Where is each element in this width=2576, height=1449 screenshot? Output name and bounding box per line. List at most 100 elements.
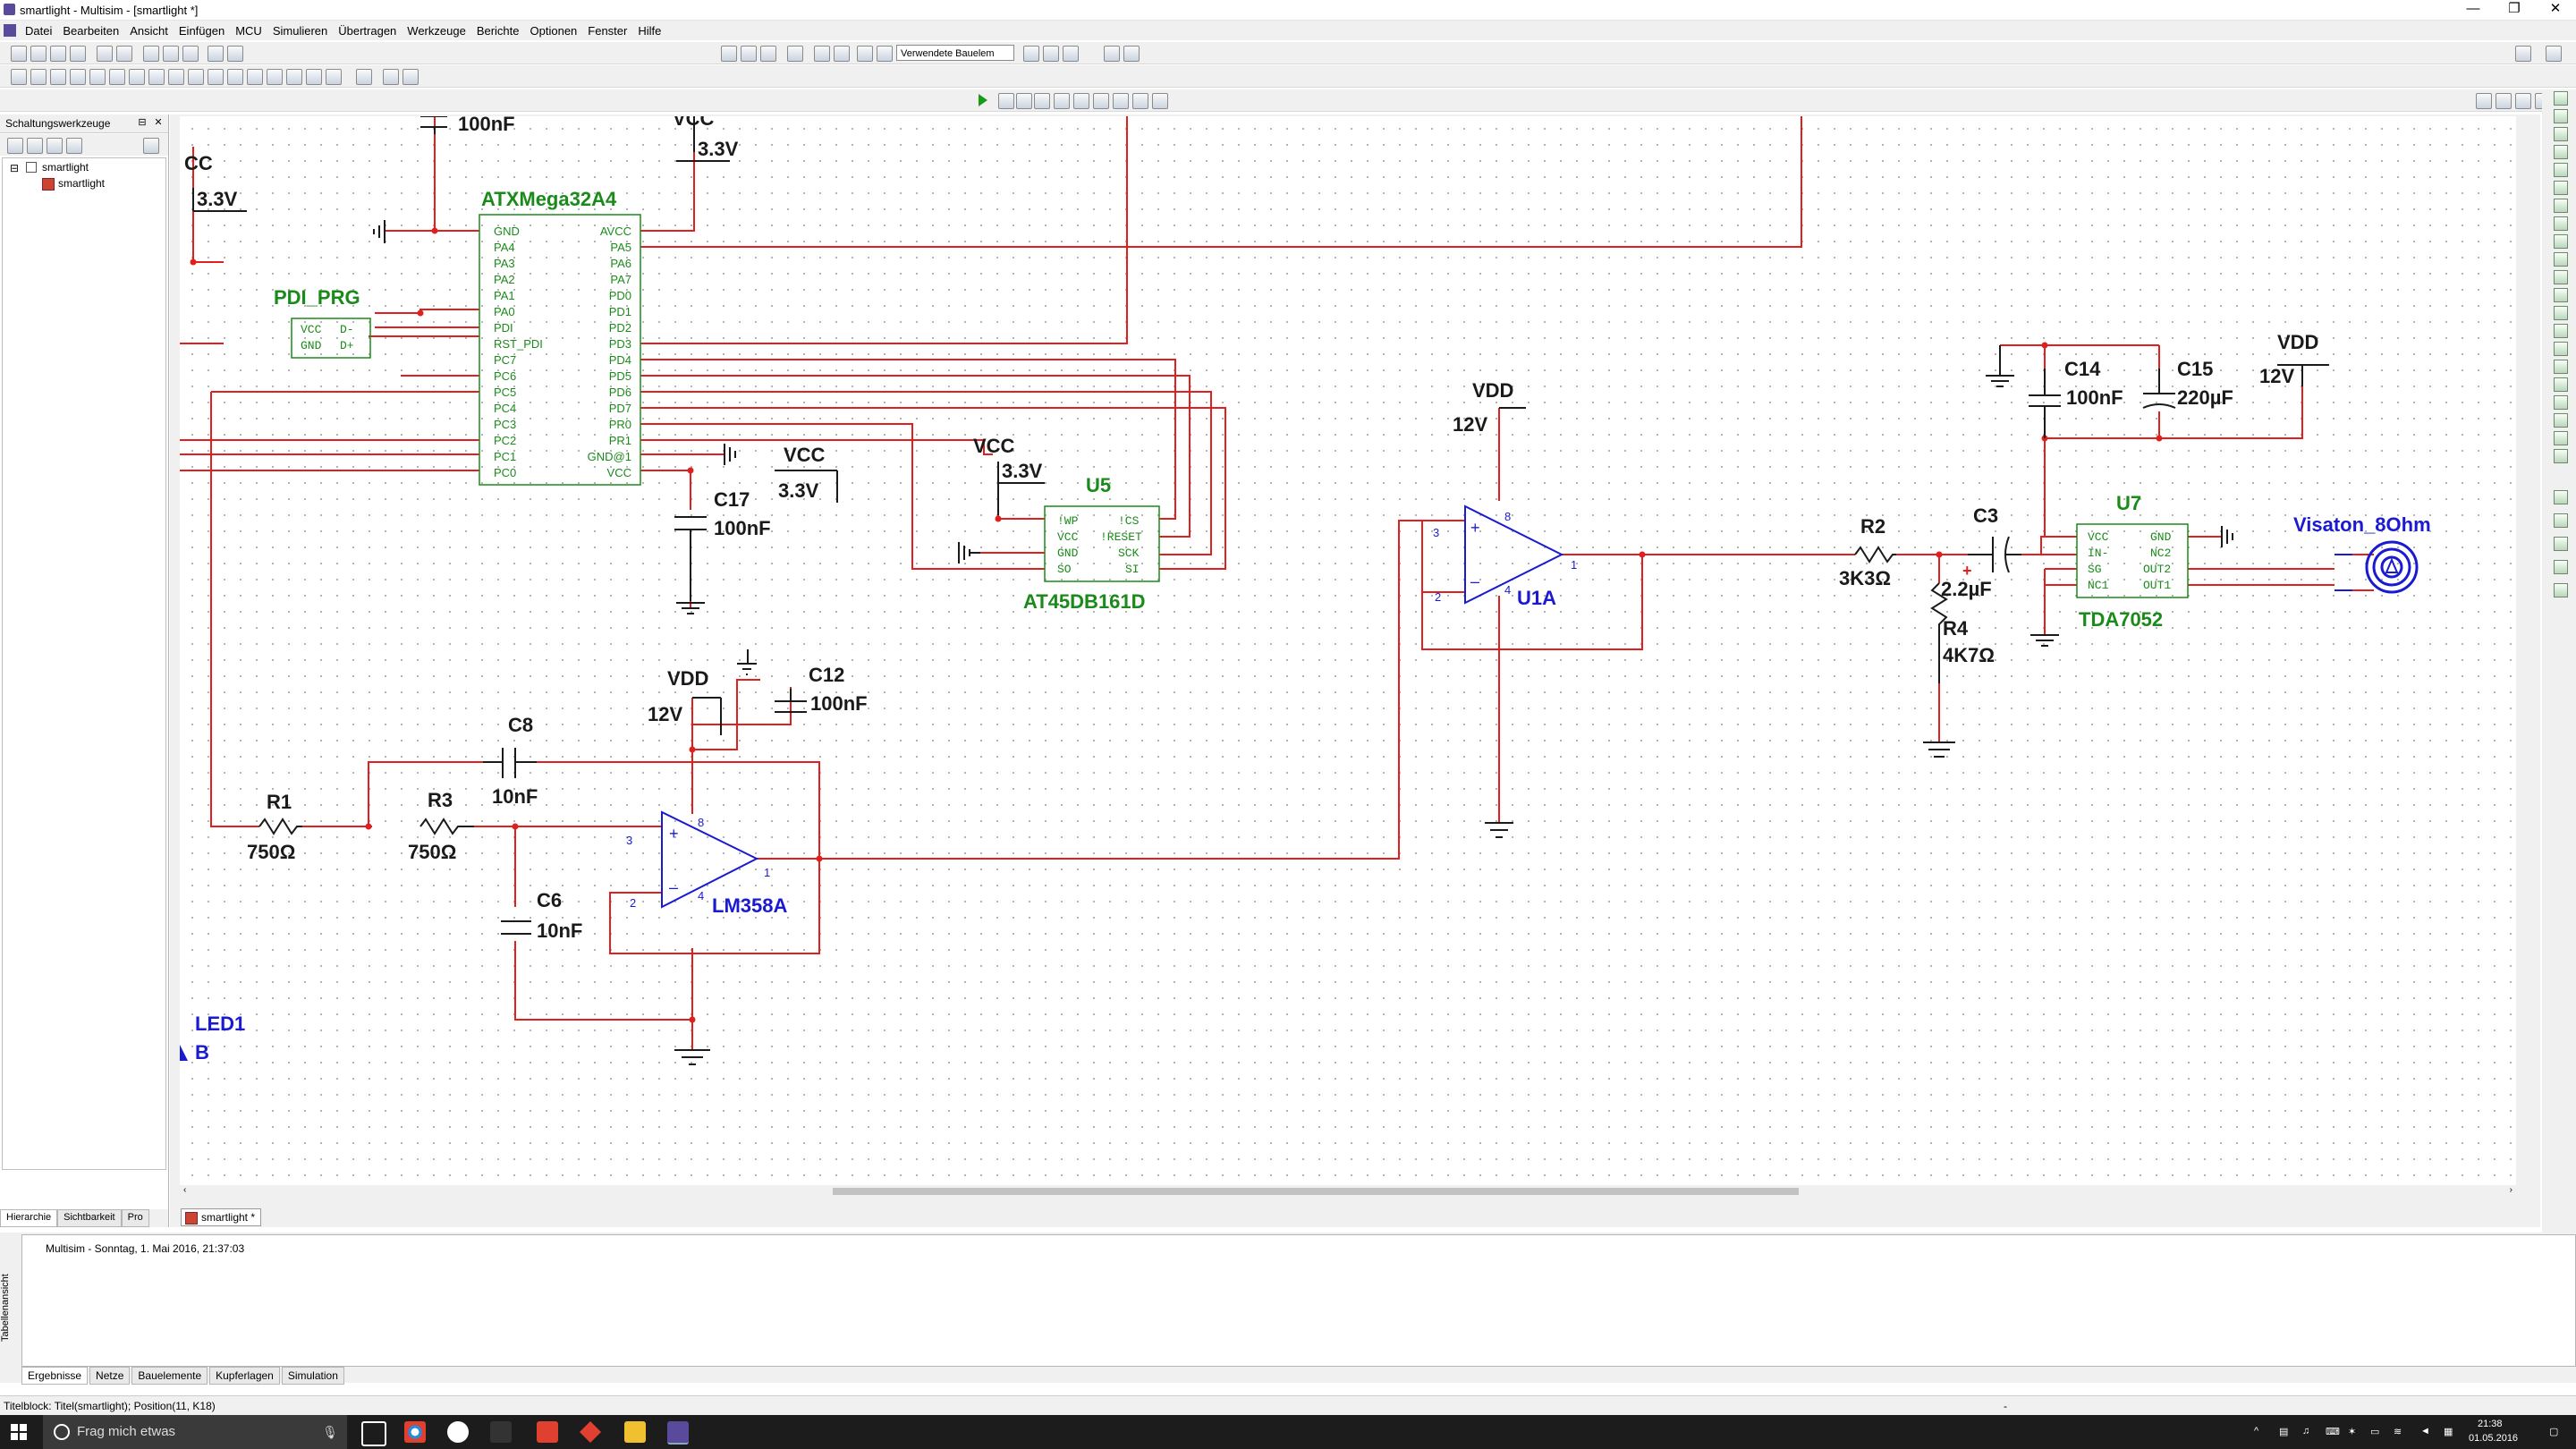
tab-simulation[interactable]: Simulation — [281, 1367, 344, 1385]
scroll-left-icon[interactable]: ‹ — [183, 1185, 187, 1195]
tree-expand-icon[interactable]: ⊟ — [10, 162, 20, 174]
document-icon[interactable] — [4, 24, 16, 37]
run-to-cursor-icon[interactable] — [1113, 93, 1129, 109]
zoom-area-icon[interactable] — [2515, 93, 2531, 109]
multimeter-icon[interactable] — [2554, 91, 2568, 106]
function-generator-icon[interactable] — [2554, 109, 2568, 123]
place-power-icon[interactable] — [227, 69, 243, 85]
print-preview-icon[interactable] — [116, 46, 132, 62]
clock-date[interactable]: 01.05.2016 — [2469, 1433, 2519, 1444]
tab-sichtbarkeit[interactable]: Sichtbarkeit — [57, 1209, 122, 1227]
tab-projekt[interactable]: Pro — [121, 1209, 149, 1227]
place-ni-icon[interactable] — [326, 69, 342, 85]
toolbar-options-icon[interactable] — [2546, 46, 2562, 62]
tray-wifi-icon[interactable]: ≋ — [2394, 1427, 2402, 1437]
panel-pin-icon[interactable]: ⊟ — [138, 117, 147, 128]
frequency-counter-icon[interactable] — [2554, 199, 2568, 213]
find-icon[interactable] — [1104, 46, 1120, 62]
tab-kupferlagen[interactable]: Kupferlagen — [209, 1367, 280, 1385]
minimize-button[interactable]: — — [2466, 1, 2480, 16]
place-connector-icon[interactable] — [356, 69, 372, 85]
skype-icon[interactable] — [447, 1421, 469, 1443]
scroll-right-icon[interactable]: › — [2509, 1185, 2512, 1195]
close-sheet-icon[interactable] — [66, 138, 82, 154]
tree-child[interactable]: smartlight — [58, 177, 106, 190]
oscilloscope-icon[interactable] — [2554, 145, 2568, 159]
help-icon[interactable] — [1123, 46, 1140, 62]
horizontal-scrollbar[interactable]: ‹ › — [180, 1185, 2516, 1198]
probe-icon[interactable] — [2554, 490, 2568, 504]
agilent-scope-icon[interactable] — [2554, 377, 2568, 392]
step-out-icon[interactable] — [1093, 93, 1109, 109]
agilent-multimeter-icon[interactable] — [2554, 360, 2568, 374]
tektronix-scope-icon[interactable] — [2554, 395, 2568, 410]
simulation-switch-icon[interactable] — [2515, 46, 2531, 62]
opamp-u1a[interactable]: + – 3 2 8 4 1 U1A — [1433, 504, 1577, 609]
task-view-icon[interactable] — [361, 1421, 386, 1446]
cut-icon[interactable] — [143, 46, 159, 62]
logic-analyzer-icon[interactable] — [2554, 252, 2568, 267]
close-button[interactable]: ✕ — [2549, 1, 2562, 16]
distortion-analyzer-icon[interactable] — [2554, 288, 2568, 302]
save-icon[interactable] — [70, 46, 86, 62]
opamp-lm358a[interactable]: + – 3 2 8 4 1 LM358A — [626, 810, 787, 917]
vertical-scrollbar[interactable] — [2516, 116, 2529, 1185]
probe-power-icon[interactable] — [2554, 537, 2568, 551]
cortana-search[interactable]: Frag mich etwas 🎙 — [43, 1415, 347, 1449]
step-over-icon[interactable] — [1073, 93, 1089, 109]
menu-berichte[interactable]: Berichte — [476, 23, 520, 38]
place-basic-icon[interactable] — [30, 69, 47, 85]
tree-checkbox[interactable] — [26, 162, 37, 173]
windows-start-icon[interactable] — [11, 1424, 27, 1440]
place-cmos-icon[interactable] — [129, 69, 145, 85]
pdi-connector[interactable]: VCC D- GND D+ PDI_PRG — [274, 286, 371, 359]
mcu-atxmega[interactable]: GNDPA4PA3PA2PA1PA0PDIRST_PDIPC7PC6PC5PC4… — [479, 188, 641, 486]
place-advanced-periph-icon[interactable] — [267, 69, 283, 85]
iv-analyzer-icon[interactable] — [2554, 270, 2568, 284]
in-use-combo[interactable]: Verwendete Bauelem — [896, 45, 1014, 61]
multisim-taskbar-icon[interactable] — [667, 1421, 689, 1445]
step-icon[interactable] — [1054, 93, 1070, 109]
save-sheet-icon[interactable] — [47, 138, 63, 154]
notification-icon[interactable]: ▢ — [2549, 1427, 2559, 1437]
network-analyzer-icon[interactable] — [2554, 324, 2568, 338]
zoom-out-icon[interactable] — [2496, 93, 2512, 109]
scroll-thumb[interactable] — [833, 1188, 1799, 1195]
menu-datei[interactable]: Datei — [25, 23, 53, 38]
breakpoint-icon[interactable] — [1132, 93, 1148, 109]
place-electromech-icon[interactable] — [306, 69, 322, 85]
paste-icon[interactable] — [182, 46, 199, 62]
current-probe-icon[interactable] — [2554, 449, 2568, 463]
place-source-icon[interactable] — [11, 69, 27, 85]
place-analog-icon[interactable] — [89, 69, 106, 85]
menu-einfuegen[interactable]: Einfügen — [178, 23, 225, 38]
spectrum-analyzer-icon[interactable] — [2554, 306, 2568, 320]
tab-netze[interactable]: Netze — [89, 1367, 131, 1385]
place-diode-icon[interactable] — [50, 69, 66, 85]
place-misc-icon[interactable] — [247, 69, 263, 85]
place-component-icon[interactable] — [877, 46, 893, 62]
new-file-icon[interactable] — [11, 46, 27, 62]
open-sample-icon[interactable] — [50, 46, 66, 62]
tray-battery-icon[interactable]: ▭ — [2370, 1427, 2380, 1437]
place-hierarchical-icon[interactable] — [383, 69, 399, 85]
tray-keyboard-icon[interactable]: ⌨ — [2326, 1427, 2340, 1437]
tray-chevron-icon[interactable]: ^ — [2254, 1426, 2259, 1436]
zoom-in-icon[interactable] — [2476, 93, 2492, 109]
microphone-icon[interactable]: 🎙 — [322, 1425, 338, 1439]
place-misc-digital-icon[interactable] — [168, 69, 184, 85]
ni-elvis-icon[interactable] — [2554, 431, 2568, 445]
menu-simulieren[interactable]: Simulieren — [272, 23, 328, 38]
menu-fenster[interactable]: Fenster — [588, 23, 628, 38]
place-mixed-icon[interactable] — [188, 69, 204, 85]
run-simulation-icon[interactable] — [979, 94, 987, 106]
forward-annotate-icon[interactable] — [1063, 46, 1079, 62]
menu-mcu[interactable]: MCU — [235, 23, 262, 38]
tab-bauelemente[interactable]: Bauelemente — [131, 1367, 208, 1385]
probe-reference-icon[interactable] — [2554, 583, 2568, 597]
spreadsheet-view-icon[interactable] — [741, 46, 757, 62]
remove-breakpoints-icon[interactable] — [1152, 93, 1168, 109]
stop-simulation-icon[interactable] — [1016, 93, 1032, 109]
open-sheet-icon[interactable] — [27, 138, 43, 154]
